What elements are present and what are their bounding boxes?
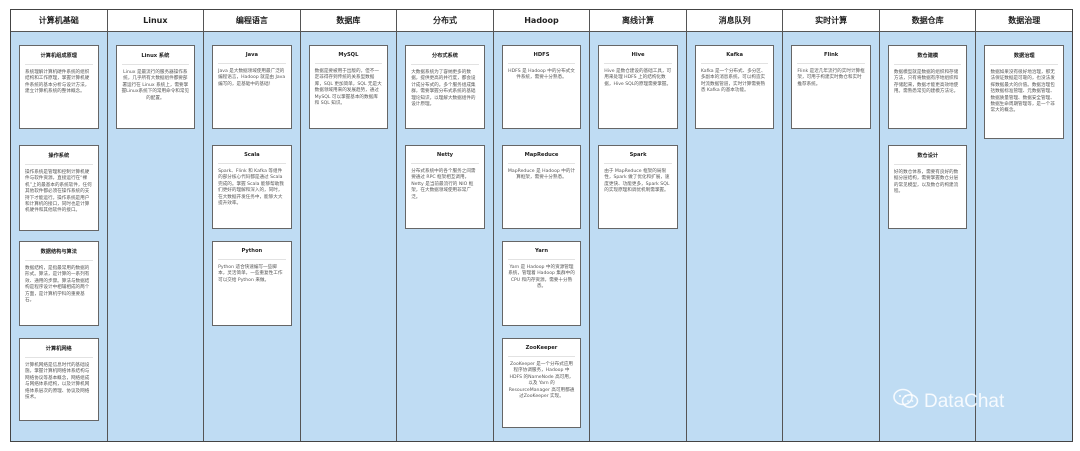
column-header: 离线计算 — [590, 10, 686, 32]
card-title: Yarn — [507, 245, 576, 260]
column-programming-languages: 编程语言 Java Java 是大数据领域使用最广泛的编程语言，Hadoop 就… — [204, 10, 301, 441]
card-kafka: Kafka Kafka 是一个分布式、多分区、多副本的消息系统，可以构造实时流数… — [694, 45, 775, 129]
column-distributed: 分布式 分布式系统 大数据系统为了容纳更多的数据，提供更高的并行度，都会设计成分… — [397, 10, 494, 441]
card-yarn: Yarn Yarn 是 Hadoop 中的资源管理系统，管理着 Hadoop 集… — [501, 241, 582, 326]
wechat-icon — [893, 388, 919, 416]
column-header: 分布式 — [397, 10, 493, 32]
column-realtime-computing: 实时计算 Flink Flink 是近几年流行的实时计算框架，可用于构建实时数仓… — [783, 10, 880, 441]
column-header: 数据仓库 — [879, 10, 976, 32]
card-title: Flink — [797, 49, 865, 64]
card-text: MapReduce 是 Hadoop 中的计算框架，需要十分熟悉。 — [507, 169, 576, 181]
card-computer-network: 计算机网络 计算机网络是信息时代的基础设施，掌握计算机网络体系结构与网络协议等基… — [19, 338, 99, 421]
card-title: HDFS — [507, 49, 576, 64]
column-header: 编程语言 — [204, 10, 300, 32]
card-text: 数据如果没有很好地治理，那无法保证数据是可靠的，也没法发挥数据最大的价值。数据治… — [990, 70, 1055, 114]
column-header: 消息队列 — [686, 10, 783, 32]
card-text: ZooKeeper 是一个分布式应用程序协调服务，Hadoop 中 HDFS 的… — [508, 362, 575, 400]
card-distributed-system: 分布式系统 大数据系统为了容纳更多的数据，提供更高的并行度，都会设计成分布式的。… — [405, 45, 485, 129]
card-data-structures-algorithms: 数据结构与算法 数据结构，是指最常用的数据的形式。算法，是计算的一系列有效、通用… — [19, 241, 99, 326]
column-header: Linux — [107, 10, 204, 32]
card-text: Linux 是最流行的服务器操作系统，几乎所有大数据组件都要部署运行在 Linu… — [121, 70, 190, 101]
card-mysql: MySQL 数据是要被用于出版的，但不一定非得存到传统的关系型数据库，SQL 更… — [308, 45, 389, 129]
roadmap-board: 计算机基础 计算机组成原理 系统理解计算机硬件系统的组织结构和工作原理，掌握计算… — [10, 9, 1073, 442]
card-text: 计算机网络是信息时代的基础设施，掌握计算机网络体系结构与网络协议等基本概念，网络… — [25, 363, 90, 401]
card-warehouse-design: 数仓设计 好的数仓体系，需要有良好的数据分层结构，需要掌握数仓分层的常见模型，以… — [887, 145, 968, 229]
card-warehouse-modeling: 数仓建模 数据模型就是数据的组织和存储方法，只有将数据有序地组织和存储起来，数据… — [887, 45, 968, 129]
card-zookeeper: ZooKeeper ZooKeeper 是一个分布式应用程序协调服务，Hadoo… — [501, 338, 582, 428]
card-text: Hive 是数仓建设的基础工具，可用来处理 HDFS 上的结构化数据，Hive … — [604, 69, 672, 87]
card-title: 操作系统 — [25, 149, 93, 165]
column-linux: Linux Linux 系统 Linux 是最流行的服务器操作系统，几乎所有大数… — [107, 10, 205, 441]
card-title: 数仓设计 — [893, 149, 962, 165]
card-text: 分布式系统中的各个服务之间需要通过 RPC 框架相互调用，Netty 是当前最流… — [411, 169, 476, 200]
card-text: 数据是要被用于出版的，但不一定非得存到传统的关系型数据库，SQL 更加简单，SQ… — [314, 69, 382, 107]
card-title: MapReduce — [507, 149, 576, 164]
column-header: 数据库 — [300, 10, 397, 32]
column-header: 计算机基础 — [11, 10, 107, 32]
card-operating-system: 操作系统 操作系统是管理和控制计算机硬件与软件资源，直接运行在“裸机”上的最基本… — [19, 145, 99, 231]
card-hdfs: HDFS HDFS 是 Hadoop 中的分布式文件系统，需要十分熟悉。 — [501, 45, 582, 129]
column-message-queue: 消息队列 Kafka Kafka 是一个分布式、多分区、多副本的消息系统，可以构… — [686, 10, 784, 441]
card-title: Hive — [604, 49, 672, 64]
card-python: Python Python 适合快速编写一些脚本，灵活简单，一些重复性工作可以交… — [212, 241, 292, 326]
card-title: ZooKeeper — [507, 342, 576, 357]
card-title: Python — [218, 245, 286, 260]
card-title: Linux 系统 — [121, 49, 190, 65]
card-text: Yarn 是 Hadoop 中的资源管理系统，管理着 Hadoop 集群中的 C… — [508, 265, 575, 290]
card-java: Java Java 是大数据领域使用最广泛的编程语言，Hadoop 就是由 Ja… — [212, 45, 292, 129]
card-computer-organization: 计算机组成原理 系统理解计算机硬件系统的组织结构和工作原理，掌握计算机硬件系统的… — [19, 45, 99, 129]
card-scala: Scala Spark、Flink 和 Kafka 等组件的部分核心代码都是通过… — [212, 145, 292, 229]
watermark-text: DataChat — [924, 391, 1005, 412]
card-title: 数据治理 — [990, 49, 1059, 65]
column-cs-basics: 计算机基础 计算机组成原理 系统理解计算机硬件系统的组织结构和工作原理，掌握计算… — [11, 10, 108, 441]
card-title: 计算机网络 — [25, 342, 93, 358]
card-title: 分布式系统 — [411, 49, 479, 65]
card-text: Kafka 是一个分布式、多分区、多副本的消息系统，可以构造实时流数据管道，实时… — [700, 69, 766, 94]
card-text: Java 是大数据领域使用最广泛的编程语言，Hadoop 就是由 Java 编写… — [218, 69, 286, 87]
card-title: 计算机组成原理 — [25, 49, 93, 65]
column-hadoop: Hadoop HDFS HDFS 是 Hadoop 中的分布式文件系统，需要十分… — [493, 10, 591, 441]
card-linux-system: Linux 系统 Linux 是最流行的服务器操作系统，几乎所有大数据组件都要部… — [115, 45, 196, 129]
card-text: 系统理解计算机硬件系统的组织结构和工作原理，掌握计算机硬件系统的基本分析与设计方… — [25, 70, 90, 95]
card-text: 大数据系统为了容纳更多的数据，提供更高的并行度，都会设计成分布式的。多个服务组成… — [411, 70, 476, 108]
card-title: Spark — [604, 149, 672, 164]
column-header: 数据治理 — [976, 10, 1073, 32]
column-header: Hadoop — [493, 10, 590, 32]
card-netty: Netty 分布式系统中的各个服务之间需要通过 RPC 框架相互调用，Netty… — [405, 145, 485, 229]
card-data-governance: 数据治理 数据如果没有很好地治理，那无法保证数据是可靠的，也没法发挥数据最大的价… — [984, 45, 1065, 139]
card-title: Netty — [411, 149, 479, 164]
watermark: DataChat — [893, 388, 1023, 416]
card-text: 操作系统是管理和控制计算机硬件与软件资源，直接运行在“裸机”上的最基本的系统软件… — [25, 170, 92, 214]
card-text: Flink 是近几年流行的实时计算框架，可用于构建实时数仓和实时推荐系统。 — [797, 69, 865, 87]
column-offline-computing: 离线计算 Hive Hive 是数仓建设的基础工具，可用来处理 HDFS 上的结… — [590, 10, 687, 441]
column-data-governance: 数据治理 数据治理 数据如果没有很好地治理，那无法保证数据是可靠的，也没法发挥数… — [976, 10, 1073, 441]
card-hive: Hive Hive 是数仓建设的基础工具，可用来处理 HDFS 上的结构化数据，… — [598, 45, 678, 129]
card-text: 数据结构，是指最常用的数据的形式。算法，是计算的一系列有效、通用的步骤。算法与数… — [25, 266, 90, 304]
column-header: 实时计算 — [783, 10, 879, 32]
card-text: HDFS 是 Hadoop 中的分布式文件系统，需要十分熟悉。 — [508, 69, 575, 81]
column-database: 数据库 MySQL 数据是要被用于出版的，但不一定非得存到传统的关系型数据库，S… — [300, 10, 398, 441]
card-text: 好的数仓体系，需要有良好的数据分层结构，需要掌握数仓分层的常见模型，以及数仓的构… — [893, 170, 959, 195]
card-title: Scala — [218, 149, 286, 164]
column-data-warehouse: 数据仓库 数仓建模 数据模型就是数据的组织和存储方法，只有将数据有序地组织和存储… — [879, 10, 977, 441]
card-title: 数据结构与算法 — [25, 245, 93, 261]
card-flink: Flink Flink 是近几年流行的实时计算框架，可用于构建实时数仓和实时推荐… — [791, 45, 871, 129]
card-title: Java — [218, 49, 286, 64]
card-title: 数仓建模 — [893, 49, 962, 65]
card-mapreduce: MapReduce MapReduce 是 Hadoop 中的计算框架，需要十分… — [501, 145, 582, 229]
card-spark: Spark 由于 MapReduce 框架的局限性，Spark 做了优化和扩展，… — [598, 145, 678, 229]
card-text: Spark、Flink 和 Kafka 等组件的部分核心代码都是通过 Scala… — [218, 169, 284, 207]
card-text: 由于 MapReduce 框架的局限性，Spark 做了优化和扩展，速度更快、功… — [604, 169, 670, 194]
card-title: MySQL — [314, 49, 383, 64]
card-title: Kafka — [700, 49, 769, 64]
card-text: 数据模型就是数据的组织和存储方法，只有将数据有序地组织和存储起来，数据才能更高效… — [893, 70, 959, 95]
card-text: Python 适合快速编写一些脚本，灵活简单，一些重复性工作可以交给 Pytho… — [218, 265, 283, 283]
